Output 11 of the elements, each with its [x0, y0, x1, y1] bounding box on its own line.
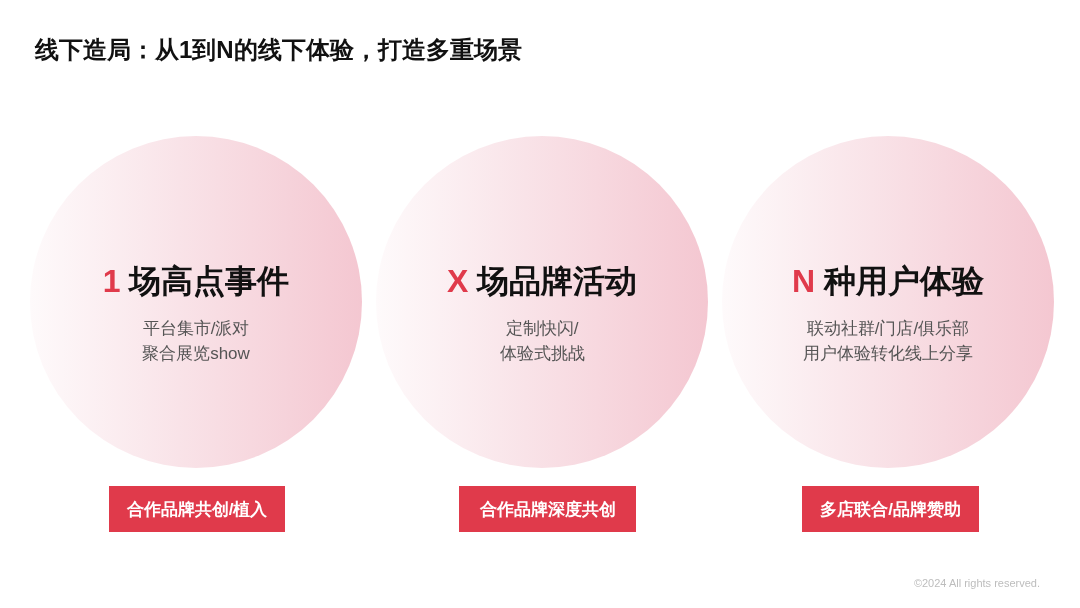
circle-description: 定制快闪/体验式挑战 — [499, 318, 585, 365]
highlight-tag: 多店联合/品牌赞助 — [802, 486, 979, 532]
circle-heading: 1 场高点事件 — [102, 262, 290, 301]
circle-heading: X 场品牌活动 — [446, 262, 638, 301]
slide-title: 线下造局：从1到N的线下体验，打造多重场景 — [35, 35, 522, 65]
circle-description: 联动社群/门店/俱乐部用户体验转化线上分享 — [803, 318, 973, 365]
copyright-notice: ©2024 All rights reserved. — [913, 576, 1040, 591]
circle-description: 平台集市/派对聚合展览show — [142, 318, 250, 365]
highlight-tag: 合作品牌深度共创 — [459, 486, 636, 532]
circle-heading: N 种用户体验 — [792, 262, 984, 301]
highlight-tag: 合作品牌共创/植入 — [109, 486, 285, 532]
